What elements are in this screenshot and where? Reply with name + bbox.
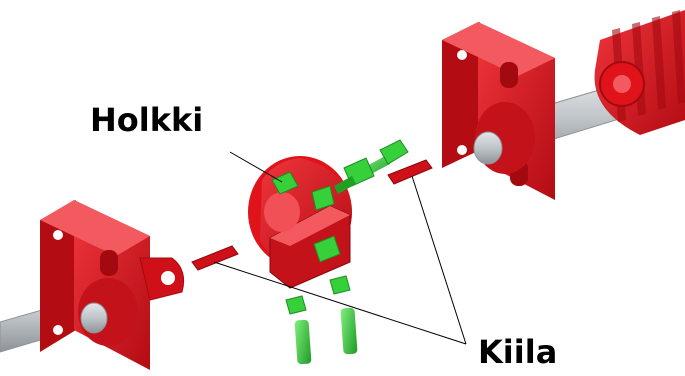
- right-key: [387, 159, 433, 185]
- collar-screw-2: [311, 185, 335, 211]
- bottom-bolt-right: [329, 275, 358, 355]
- left-key: [191, 245, 239, 271]
- left-bracket: [40, 200, 185, 370]
- right-bracket: [442, 22, 555, 200]
- leader-lines: [213, 151, 467, 345]
- bottom-bolt-left: [285, 295, 312, 365]
- label-holkki: Holkki: [90, 101, 204, 139]
- collar-screw-3: [334, 157, 375, 194]
- collar-screw-1: [271, 171, 299, 195]
- holkki-leader: [229, 151, 283, 183]
- right-spring-drum: [594, 10, 685, 135]
- kiila-leader-right: [411, 175, 467, 345]
- center-collar: [248, 156, 375, 289]
- kiila-leader-left: [213, 261, 467, 345]
- label-kiila: Kiila: [478, 333, 558, 371]
- collar-screw-4: [313, 235, 341, 263]
